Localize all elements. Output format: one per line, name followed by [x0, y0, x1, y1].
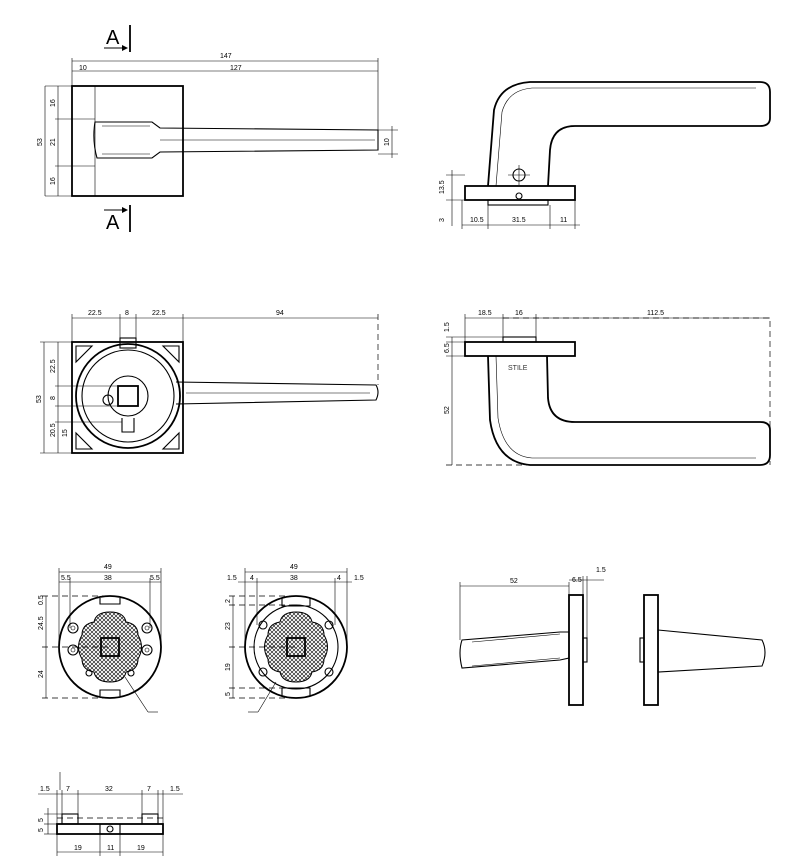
dim-2-cover: 2: [225, 599, 232, 603]
dim-6-5-profile: 6.5: [572, 577, 582, 584]
dim-10-5: 10.5: [470, 217, 484, 224]
dim-8-vert: 8: [50, 396, 57, 400]
dim-11-base: 11: [107, 845, 114, 852]
dim-19-base-right: 19: [137, 845, 145, 852]
dim-22-5-right: 22.5: [152, 310, 166, 317]
lever-profile-right: [657, 629, 766, 673]
dim-24-back: 24: [38, 670, 45, 678]
dim-0-5-back: 0.5: [38, 595, 45, 605]
dim-11: 11: [560, 217, 567, 224]
front-view: 22.5 8 22.5 94 53 22.5 8 20.5 15: [36, 310, 379, 454]
base-plate-view: 1.5 7 32 7 1.5 5 5 19 11 19: [38, 772, 183, 856]
dim-5-base-b: 5: [38, 828, 45, 832]
dim-16-section: 16: [515, 310, 523, 317]
dim-5-cover: 5: [225, 692, 232, 696]
dim-49-back: 49: [104, 564, 112, 571]
square-rose: [71, 85, 184, 197]
lever-side-outline: [487, 81, 771, 187]
dim-6-5-vert: 6.5: [444, 343, 451, 353]
dim-32-base: 32: [105, 786, 113, 793]
dim-112-5: 112.5: [647, 310, 664, 317]
dim-53-front: 53: [36, 395, 43, 403]
dim-1-5-cover-right: 1.5: [354, 575, 364, 582]
spring-cassette-cover: [264, 611, 328, 683]
square-spindle-hole-cover: [286, 637, 306, 657]
dim-23-cover: 23: [225, 622, 232, 630]
dim-31-5: 31.5: [512, 217, 526, 224]
section-mark-a-bottom: A: [106, 212, 120, 234]
dim-127: 127: [230, 65, 242, 72]
rose-edge-right: [643, 594, 659, 706]
dim-52-profile: 52: [510, 578, 518, 585]
dim-147: 147: [220, 53, 232, 60]
spring-cassette: [78, 611, 142, 683]
dim-22-5-left: 22.5: [88, 310, 102, 317]
dim-10-right: 10: [384, 138, 391, 146]
square-rose-front: [71, 341, 184, 454]
section-view: STILE 18.5 16 112.5 1.5 6.5 52: [444, 310, 771, 466]
dim-1-5-vert: 1.5: [444, 322, 451, 332]
dim-21: 21: [50, 138, 57, 146]
dim-1-5-base-right: 1.5: [170, 786, 180, 793]
dim-4-cover-left: 4: [250, 575, 254, 582]
dim-53: 53: [37, 138, 44, 146]
dim-38-cover: 38: [290, 575, 298, 582]
dim-5-5-right: 5.5: [150, 575, 160, 582]
dim-38-back: 38: [104, 575, 112, 582]
dim-24-5-back: 24.5: [38, 616, 45, 630]
dim-7-base-left: 7: [66, 786, 70, 793]
rose-plate-section: [464, 341, 576, 357]
side-view: 13.5 3 10.5 31.5 11: [439, 81, 771, 229]
spindle-square: [117, 385, 139, 407]
section-mark-a-top: A: [106, 27, 120, 49]
dim-5-5-left: 5.5: [61, 575, 71, 582]
lever-handle: [93, 121, 379, 159]
square-spindle-hole: [100, 637, 120, 657]
lever-front: [175, 381, 379, 405]
dim-20-5-vert: 20.5: [50, 423, 57, 437]
dim-10: 10: [79, 65, 87, 72]
dim-5-base-a: 5: [38, 818, 45, 822]
base-plate: [56, 823, 164, 835]
dim-1-5-base-left: 1.5: [40, 786, 50, 793]
lever-section-outline: [487, 355, 771, 466]
dim-16: 16: [50, 99, 57, 107]
top-view: A A 147 10 127 16 53 21 16 10: [37, 25, 398, 234]
dim-16b: 16: [50, 177, 57, 185]
dim-4-cover-right: 4: [337, 575, 341, 582]
lever-profile-left: [459, 631, 570, 669]
dim-19-base-left: 19: [74, 845, 82, 852]
dim-22-5-vert: 22.5: [50, 359, 57, 373]
rose-cover-view: 1.5 4 49 38 4 1.5 2 23 19 5: [225, 564, 364, 713]
dim-13-5: 13.5: [439, 180, 446, 194]
dim-8: 8: [125, 310, 129, 317]
dim-1-5-cover-left: 1.5: [227, 575, 237, 582]
round-rose: [75, 343, 181, 449]
dim-94: 94: [276, 310, 284, 317]
rose-back-view: 49 5.5 38 5.5 0.5 24.5 24: [38, 564, 162, 713]
dim-3: 3: [439, 218, 446, 222]
dim-1-5-profile: 1.5: [596, 567, 606, 574]
dim-18-5: 18.5: [478, 310, 492, 317]
rose-edge-left: [568, 594, 584, 706]
dim-52-vert: 52: [444, 406, 451, 414]
dim-15-vert: 15: [62, 429, 69, 437]
dim-19-cover: 19: [225, 663, 232, 671]
lever-profile-view: 52 6.5 1.5: [459, 567, 766, 706]
dim-49-cover: 49: [290, 564, 298, 571]
stile-label: STILE: [508, 365, 528, 372]
dim-7-base-right: 7: [147, 786, 151, 793]
